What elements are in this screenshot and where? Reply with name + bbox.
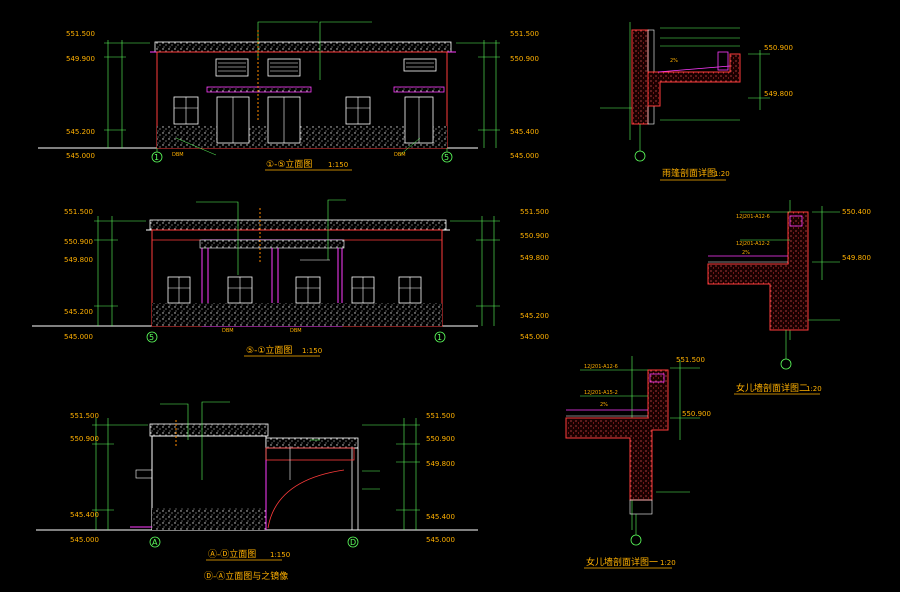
parapet1-level-0: 551.500 — [676, 356, 705, 364]
elev2-level-right-4: 545.000 — [520, 333, 549, 341]
svg-text:2%: 2% — [670, 58, 678, 64]
elev1-level-right-3: 545.000 — [510, 152, 539, 160]
parapet1-note-1: 12J201-A15-2 — [584, 390, 618, 396]
elev3-axis-left: A — [152, 538, 158, 547]
elev1-axis-left: 1 — [154, 153, 159, 162]
elev1-level-left-3: 545.000 — [66, 152, 95, 160]
elev2-level-right-1: 550.900 — [520, 232, 549, 240]
svg-text:DBM: DBM — [290, 328, 302, 334]
parapet2-note-0: 12J201-A12-6 — [736, 214, 770, 220]
elev2-level-left-4: 545.000 — [64, 333, 93, 341]
elev2-level-right-0: 551.500 — [520, 208, 549, 216]
elev3-level-left-2: 545.400 — [70, 511, 99, 519]
elev2-level-right-3: 545.200 — [520, 312, 549, 320]
elev3-title: Ⓐ-Ⓓ立面图 — [208, 548, 256, 560]
elev3-level-right-0: 551.500 — [426, 412, 455, 420]
parapet2-note-1: 12J201-A12-2 — [736, 241, 770, 247]
detail-canopy-section: 2% — [600, 22, 770, 181]
elev3-level-left-1: 550.900 — [70, 435, 99, 443]
elev2-level-right-2: 549.800 — [520, 254, 549, 262]
parapet2-level-1: 549.800 — [842, 254, 871, 262]
elev3-level-left-3: 545.000 — [70, 536, 99, 544]
elevation-5-1: DBM DBM — [32, 199, 500, 357]
elev2-scale: 1:150 — [302, 347, 322, 355]
elev1-level-right-2: 545.400 — [510, 128, 539, 136]
parapet1-note-0: 12J201-A12-6 — [584, 364, 618, 370]
parapet2-scale: 1:20 — [806, 385, 822, 393]
elev2-title: ⑤-①立面图 — [246, 344, 292, 356]
parapet2-level-0: 550.400 — [842, 208, 871, 216]
elev1-axis-right: 5 — [444, 153, 449, 162]
elev3-axis-right: D — [350, 538, 356, 547]
elev1-title: ①-⑤立面图 — [266, 158, 312, 170]
parapet1-level-1: 550.900 — [682, 410, 711, 418]
parapet2-title: 女儿墙剖面详图二 — [736, 382, 808, 394]
elevation-a-d — [36, 401, 478, 561]
elevation-1-5: DBM DBM — [38, 21, 500, 171]
canopy-level-0: 550.900 — [764, 44, 793, 52]
elev2-level-left-3: 545.200 — [64, 308, 93, 316]
elev3-subtitle: Ⓓ-Ⓐ立面图与之镜像 — [204, 570, 288, 582]
canopy-level-1: 549.800 — [764, 90, 793, 98]
svg-text:DBM: DBM — [222, 328, 234, 334]
elev1-level-left-2: 545.200 — [66, 128, 95, 136]
svg-text:2%: 2% — [600, 402, 608, 408]
elev2-axis-left: 5 — [149, 333, 154, 342]
elev3-level-left-0: 551.500 — [70, 412, 99, 420]
elev2-level-left-2: 549.800 — [64, 256, 93, 264]
elev1-level-right-0: 551.500 — [510, 30, 539, 38]
elev2-level-left-1: 550.900 — [64, 238, 93, 246]
elev3-level-right-3: 545.400 — [426, 513, 455, 521]
canopy-title: 雨篷剖面详图 — [662, 167, 716, 179]
elev2-level-left-0: 551.500 — [64, 208, 93, 216]
svg-text:2%: 2% — [742, 250, 750, 256]
svg-text:DBM: DBM — [394, 152, 406, 158]
elev3-scale: 1:150 — [270, 551, 290, 559]
elev3-level-right-4: 545.000 — [426, 536, 455, 544]
elev1-scale: 1:150 — [328, 161, 348, 169]
canopy-scale: 1:20 — [714, 170, 730, 178]
elev3-level-right-2: 549.800 — [426, 460, 455, 468]
detail-parapet-2-section: 2% — [707, 200, 840, 395]
detail-parapet-1-section: 2% — [565, 356, 700, 569]
elev1-level-left-1: 549.900 — [66, 55, 95, 63]
parapet1-scale: 1:20 — [660, 559, 676, 567]
svg-text:DBM: DBM — [172, 152, 184, 158]
elev1-level-left-0: 551.500 — [66, 30, 95, 38]
parapet1-title: 女儿墙剖面详图一 — [586, 556, 658, 568]
elev1-level-right-1: 550.900 — [510, 55, 539, 63]
elev3-level-right-1: 550.900 — [426, 435, 455, 443]
elev2-axis-right: 1 — [437, 333, 442, 342]
